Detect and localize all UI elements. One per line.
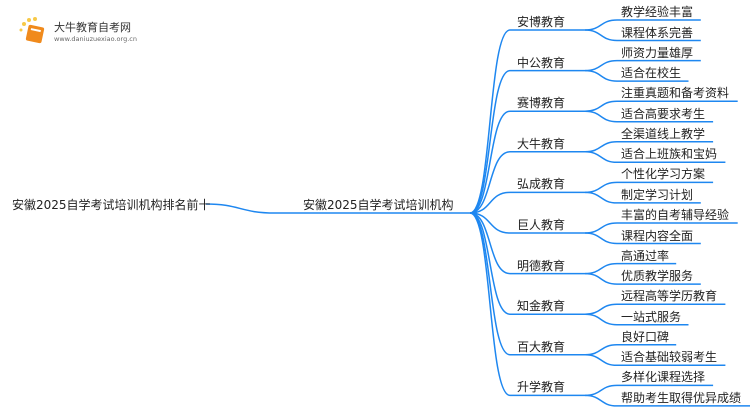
leaf-connector xyxy=(584,232,701,245)
leaf-connector xyxy=(584,29,701,42)
leaf-node: 帮助考生取得优异成绩 xyxy=(621,390,742,405)
leaf-connector xyxy=(584,394,750,407)
center-node: 安徽2025自学考试培训机构 xyxy=(303,198,454,212)
leaf-node: 课程内容全面 xyxy=(621,228,694,243)
logo-title: 大牛教育自考网 xyxy=(54,21,131,34)
branch-connector xyxy=(469,212,585,275)
leaf-node: 适合在校生 xyxy=(621,66,682,81)
leaf-node: 丰富的自考辅导经验 xyxy=(621,208,730,222)
branch-node: 知金教育 xyxy=(517,299,566,314)
leaf-node: 课程体系完善 xyxy=(621,25,694,40)
leaf-node: 远程高等学历教育 xyxy=(621,289,718,304)
leaf-node: 注重真题和备考资料 xyxy=(621,86,730,101)
logo-url: www.daniuzuexiao.org.cn xyxy=(54,35,137,43)
branch-connector xyxy=(469,191,585,214)
branch-connector xyxy=(469,29,585,214)
leaf-node: 高通过率 xyxy=(621,248,670,263)
leaf-node: 适合基础较弱考生 xyxy=(621,350,718,365)
leaf-connector xyxy=(584,354,726,367)
root-connector xyxy=(205,203,470,214)
leaf-connector xyxy=(584,110,714,123)
leaf-connector xyxy=(584,151,726,164)
leaf-node: 良好口碑 xyxy=(621,329,670,344)
branch-node: 升学教育 xyxy=(517,380,566,395)
branch-node: 赛博教育 xyxy=(517,96,566,111)
branch-node: 弘成教育 xyxy=(517,177,566,192)
branch-node: 百大教育 xyxy=(517,339,566,354)
leaf-node: 个性化学习方案 xyxy=(621,167,706,182)
leaf-node: 制定学习计划 xyxy=(621,187,694,202)
branch-connector xyxy=(469,212,585,397)
branch-node: 中公教育 xyxy=(517,55,566,70)
leaf-connector xyxy=(584,313,689,326)
branch-node: 大牛教育 xyxy=(517,136,566,151)
leaf-connector xyxy=(584,272,701,285)
branch-connector xyxy=(469,212,585,234)
branch-connector xyxy=(469,69,585,214)
branch-connector xyxy=(469,110,585,214)
leaf-connector xyxy=(584,191,701,204)
logo-book-icon xyxy=(18,16,52,50)
leaf-connector xyxy=(584,69,689,82)
root-node: 安徽2025自学考试培训机构排名前十 xyxy=(12,198,211,212)
leaf-node: 适合上班族和宝妈 xyxy=(621,147,718,162)
leaf-node: 优质教学服务 xyxy=(621,269,694,284)
leaf-node: 教学经验丰富 xyxy=(621,5,694,19)
leaf-node: 多样化课程选择 xyxy=(621,370,706,385)
branch-node: 明德教育 xyxy=(517,258,566,273)
branch-connector xyxy=(469,151,585,214)
leaf-node: 师资力量雄厚 xyxy=(621,45,694,60)
leaf-node: 一站式服务 xyxy=(621,309,682,324)
leaf-node: 适合高要求考生 xyxy=(621,106,706,121)
leaf-node: 全渠道线上教学 xyxy=(621,126,706,141)
branch-node: 安博教育 xyxy=(517,15,566,29)
branch-node: 巨人教育 xyxy=(517,218,566,232)
